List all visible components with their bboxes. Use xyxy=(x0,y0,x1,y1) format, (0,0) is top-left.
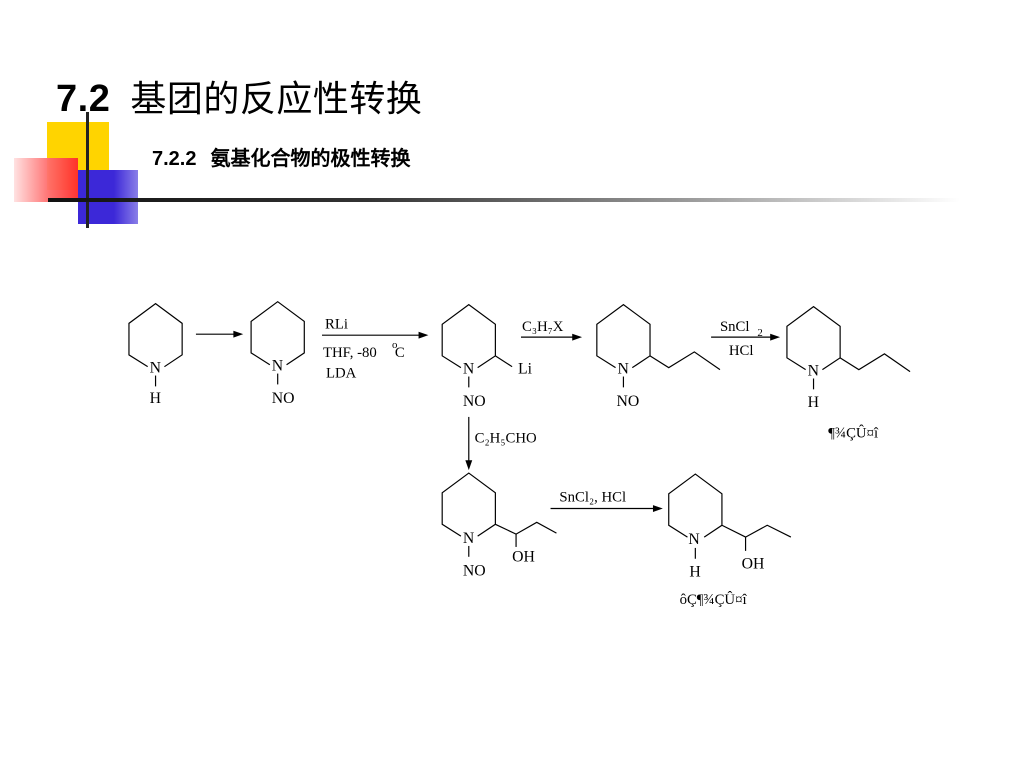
reagent-rli: RLi xyxy=(325,316,348,332)
decor-vertical-line xyxy=(86,112,89,228)
lithiated-n-nitrosopiperidine: N Li NO xyxy=(441,303,533,410)
atom-n: N xyxy=(463,361,475,378)
reagent-propanal: C₂H₅CHO xyxy=(475,431,537,447)
reagent-hcl: HCl xyxy=(729,343,754,359)
group-no: NO xyxy=(617,393,640,410)
atom-n: N xyxy=(688,531,700,548)
page-subtitle: 7.2.2 氨基化合物的极性转换 xyxy=(152,142,410,171)
n-nitrosopiperidine: N NO xyxy=(250,300,305,407)
hydroxy-piperidine: N OH H ôÇ¶¾ÇÛ¤î xyxy=(668,473,792,608)
atom-h: H xyxy=(808,394,819,411)
celsius: C xyxy=(395,345,405,361)
arrow-2: RLi THF, -80 o C LDA xyxy=(322,316,429,382)
product-label-1: ¶¾ÇÛ¤î xyxy=(828,425,879,442)
piperidine: N H xyxy=(128,302,183,407)
reagent-thf: THF, -80 xyxy=(323,345,377,361)
reagent-propyl-halide: C₃H₇X xyxy=(522,319,564,335)
arrow-1 xyxy=(195,330,244,338)
atom-h: H xyxy=(150,390,161,407)
atom-h: H xyxy=(689,563,700,580)
subsection-number: 7.2.2 xyxy=(152,148,197,170)
group-no: NO xyxy=(463,563,486,580)
2-propylpiperidine: N H ¶¾ÇÛ¤î xyxy=(786,305,911,442)
atom-n: N xyxy=(272,358,284,375)
group-oh: OH xyxy=(742,556,765,573)
decor-horizontal-rule xyxy=(48,198,960,202)
reagent-sncl2-hcl: SnCl₂, HCl xyxy=(559,490,626,506)
page-title: 7.2 基团的反应性转换 xyxy=(56,70,422,122)
decor-red-square xyxy=(14,158,78,202)
reagent-sncl2: SnCl xyxy=(720,319,750,335)
atom-n: N xyxy=(618,361,630,378)
subsection-title: 氨基化合物的极性转换 xyxy=(210,146,411,170)
group-no: NO xyxy=(272,390,295,407)
atom-n: N xyxy=(463,530,475,547)
arrow-3: C₃H₇X xyxy=(520,319,583,341)
reagent-lda: LDA xyxy=(326,366,357,382)
group-oh: OH xyxy=(512,549,535,566)
subscript-2: 2 xyxy=(757,327,762,339)
arrow-5: C₂H₅CHO xyxy=(465,416,537,471)
degree-mark: o xyxy=(392,339,397,351)
arrow-4: SnCl 2 HCl xyxy=(711,319,781,359)
section-title: 基团的反应性转换 xyxy=(130,79,423,120)
hydroxy-n-nitrosopiperidine: N OH NO xyxy=(441,472,557,580)
product-label-2: ôÇ¶¾ÇÛ¤î xyxy=(680,591,748,608)
section-number: 7.2 xyxy=(56,78,111,120)
atom-li: Li xyxy=(518,361,533,378)
arrow-6: SnCl₂, HCl xyxy=(550,490,663,512)
atom-n: N xyxy=(150,360,162,377)
atom-n: N xyxy=(808,363,820,380)
group-no: NO xyxy=(463,393,486,410)
2-propyl-n-nitrosopiperidine: N NO xyxy=(596,303,721,410)
